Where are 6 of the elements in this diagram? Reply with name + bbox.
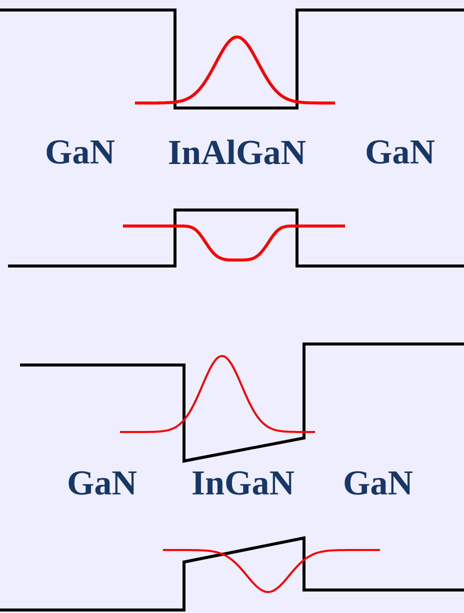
material-label: InAlGaN: [169, 140, 306, 164]
material-label: GaN: [46, 140, 115, 164]
material-label: GaN: [68, 471, 137, 495]
material-label: InGaN: [192, 471, 294, 495]
material-label: GaN: [366, 140, 435, 164]
material-label: GaN: [344, 471, 413, 495]
